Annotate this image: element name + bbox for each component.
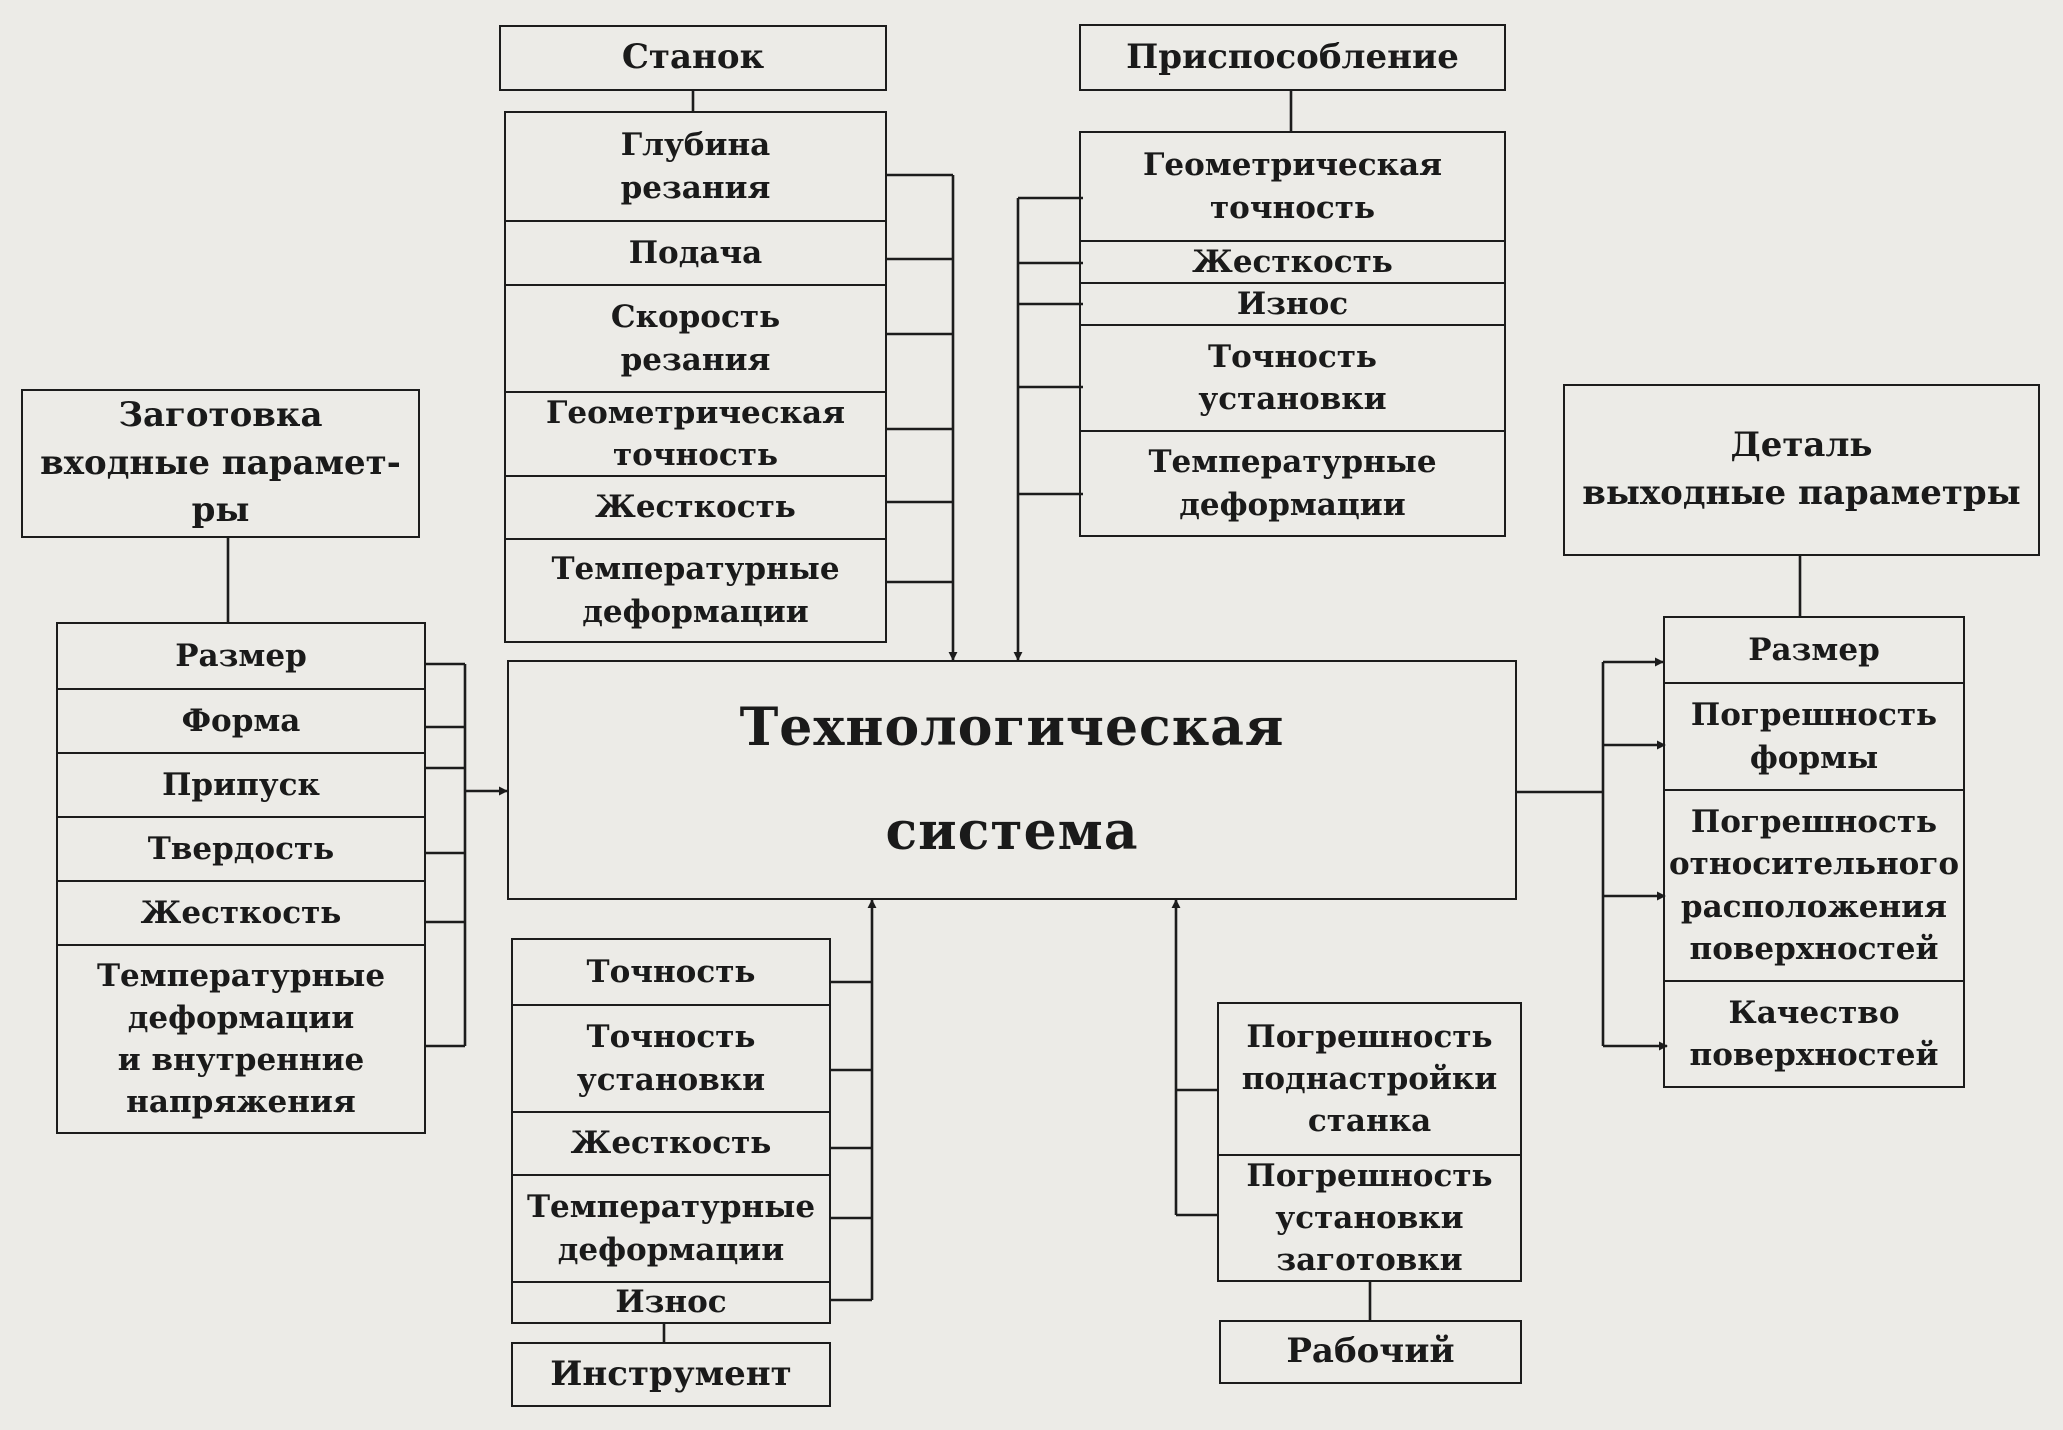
list-item: Размер [175,637,307,674]
list-item: Размер [1748,631,1880,668]
zagotovka-parameter-list: Размер Форма Припуск Твердость Жесткость… [56,622,426,1134]
list-item: Глубина резания [620,127,771,206]
detal-parameter-list: Размер Погрешность формы Погрешность отн… [1663,616,1965,1088]
list-item: Погрешность установки заготовки [1219,1154,1520,1280]
prisposoblenie-header: Приспособление [1079,24,1506,91]
stanok-parameter-list: Глубина резания Подача Скорость резания … [504,111,887,643]
list-item: Жесткость [1081,240,1504,282]
list-item: Погрешность поднастройки станка [1241,1018,1498,1140]
list-item: Скорость резания [506,284,885,391]
list-item: Жесткость [506,475,885,538]
list-item: Температурные деформации [1081,430,1504,535]
list-item: Твердость [58,816,424,880]
rabochiy-header: Рабочий [1219,1320,1522,1384]
list-item: Температурные деформации [513,1174,829,1281]
list-item: Форма [58,688,424,752]
instrument-header: Инструмент [511,1342,831,1407]
list-item: Точность установки [1081,324,1504,430]
detal-header: Деталь выходные параметры [1563,384,2040,556]
list-item: Геометрическая точность [1143,147,1442,226]
list-item: Геометрическая точность [506,391,885,475]
list-item: Погрешность формы [1665,682,1963,789]
list-item: Погрешность относительного расположения … [1665,789,1963,980]
list-item: Качество поверхностей [1665,980,1963,1086]
list-item: Температурные деформации и внутренние на… [58,944,424,1132]
list-item: Износ [513,1281,829,1322]
instrument-parameter-list: Точность Точность установки Жесткость Те… [511,938,831,1324]
list-item: Точность установки [513,1004,829,1111]
technological-system-box: Технологическая система [507,660,1517,900]
list-item: Подача [506,220,885,284]
list-item: Припуск [58,752,424,816]
rabochiy-parameter-list: Погрешность поднастройки станка Погрешно… [1217,1002,1522,1282]
list-item: Жесткость [58,880,424,944]
prisposoblenie-parameter-list: Геометрическая точность Жесткость Износ … [1079,131,1506,537]
zagotovka-header: Заготовка входные парамет- ры [21,389,420,538]
list-item: Жесткость [513,1111,829,1174]
list-item: Температурные деформации [506,538,885,641]
list-item: Износ [1081,282,1504,324]
list-item: Точность [586,953,756,990]
stanok-header: Станок [499,25,887,91]
